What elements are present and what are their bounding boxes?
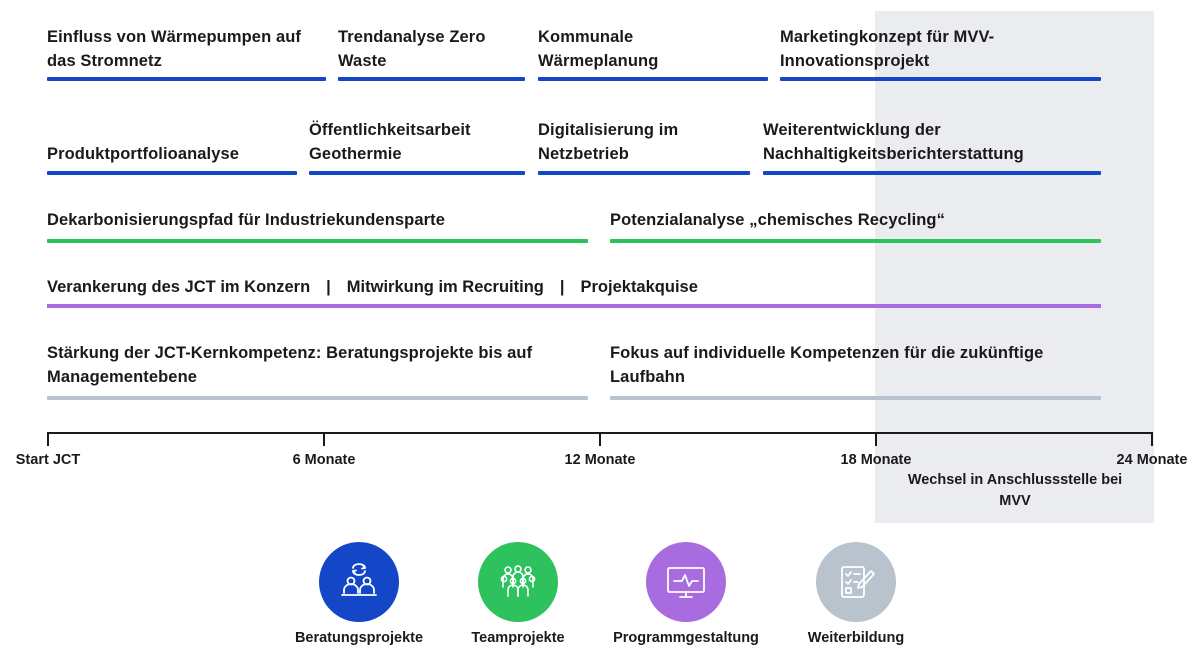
team-project-bar xyxy=(47,239,588,243)
project-zero-waste: Trendanalyse Zero Waste xyxy=(338,25,525,82)
timeline-tick xyxy=(1151,432,1153,446)
program-activities: Verankerung des JCT im Konzern | Mitwirkun… xyxy=(47,275,1101,299)
training-bar xyxy=(610,396,1101,400)
project-sustainability-reporting: Weiterentwicklung der Nachhaltigkeitsber… xyxy=(763,118,1101,176)
separator: | xyxy=(559,278,565,296)
project-bar xyxy=(763,171,1101,175)
program-activity: Verankerung des JCT im Konzern xyxy=(47,278,311,296)
consulting-icon xyxy=(319,542,399,622)
team-project-chemical-recycling: Potenzialanalyse „chemisches Recycling“ xyxy=(610,208,1101,244)
project-bar xyxy=(780,77,1101,81)
training-bar xyxy=(47,396,588,400)
team-project-bar xyxy=(610,239,1101,243)
program-activity: Projektakquise xyxy=(580,278,698,296)
training-label: Fokus auf individuelle Kompetenzen für d… xyxy=(610,344,1044,386)
monitor-icon xyxy=(646,542,726,622)
legend-label: Beratungsprojekte xyxy=(294,630,424,646)
final-phase-highlight xyxy=(875,11,1154,523)
legend-label: Programmgestaltung xyxy=(613,630,759,646)
project-bar xyxy=(538,77,768,81)
project-label: Weiterentwicklung der Nachhaltigkeitsber… xyxy=(763,121,1024,163)
project-portfolio-analysis: Produktportfolioanalyse xyxy=(47,118,297,176)
legend-label: Teamprojekte xyxy=(471,630,565,646)
project-bar xyxy=(309,171,525,175)
project-label: Kommunale Wärmeplanung xyxy=(538,28,659,70)
legend-training: Weiterbildung xyxy=(771,542,941,646)
timeline-tick xyxy=(599,432,601,446)
timeline-tick xyxy=(875,432,877,446)
team-project-label: Potenzialanalyse „chemisches Recycling“ xyxy=(610,211,945,229)
project-label: Einfluss von Wärmepumpen auf das Stromne… xyxy=(47,28,301,70)
legend-consulting: Beratungsprojekte xyxy=(274,542,444,646)
timeline-tick xyxy=(323,432,325,446)
project-label: Öffentlichkeitsarbeit Geothermie xyxy=(309,121,471,163)
tick-label-24: 24 Monate xyxy=(1116,452,1188,468)
training-label: Stärkung der JCT-Kernkompetenz: Beratung… xyxy=(47,344,533,386)
separator: | xyxy=(326,278,331,296)
team-project-label: Dekarbonisierungspfad für Industriekunde… xyxy=(47,211,446,229)
program-row: Verankerung des JCT im Konzern | Mitwirkun… xyxy=(47,275,1101,311)
project-geothermal-pr: Öffentlichkeitsarbeit Geothermie xyxy=(309,118,525,176)
project-marketing-concept: Marketingkonzept für MVV-Innovationsproj… xyxy=(780,25,1101,82)
project-label: Marketingkonzept für MVV-Innovationsproj… xyxy=(780,28,995,70)
project-label: Trendanalyse Zero Waste xyxy=(338,28,486,70)
transition-note: Wechsel in Anschlussstelle bei MVV xyxy=(907,472,1123,509)
project-bar xyxy=(338,77,525,81)
project-heat-planning: Kommunale Wärmeplanung xyxy=(538,25,768,82)
tick-label-18: 18 Monate xyxy=(840,452,912,468)
checklist-icon xyxy=(816,542,896,622)
tick-label-6: 6 Monate xyxy=(292,452,356,468)
project-label: Digitalisierung im Netzbetrieb xyxy=(538,121,679,163)
project-bar xyxy=(47,171,297,175)
project-bar xyxy=(538,171,750,175)
legend-label: Weiterbildung xyxy=(807,630,905,646)
training-individual-skills: Fokus auf individuelle Kompetenzen für d… xyxy=(610,341,1101,401)
program-bar xyxy=(47,304,1101,308)
team-project-decarbonization: Dekarbonisierungspfad für Industriekunde… xyxy=(47,208,588,244)
training-core-competence: Stärkung der JCT-Kernkompetenz: Beratung… xyxy=(47,341,588,401)
tick-label-start: Start JCT xyxy=(15,452,81,468)
program-activity: Mitwirkung im Recruiting xyxy=(346,278,544,296)
project-heat-pumps: Einfluss von Wärmepumpen auf das Stromne… xyxy=(47,25,326,82)
team-icon xyxy=(478,542,558,622)
timeline-tick xyxy=(47,432,49,446)
project-label: Produktportfolioanalyse xyxy=(47,145,240,163)
tick-label-12: 12 Monate xyxy=(564,452,636,468)
project-grid-digitalization: Digitalisierung im Netzbetrieb xyxy=(538,118,750,176)
legend-team: Teamprojekte xyxy=(433,542,603,646)
legend-program: Programmgestaltung xyxy=(601,542,771,646)
project-bar xyxy=(47,77,326,81)
